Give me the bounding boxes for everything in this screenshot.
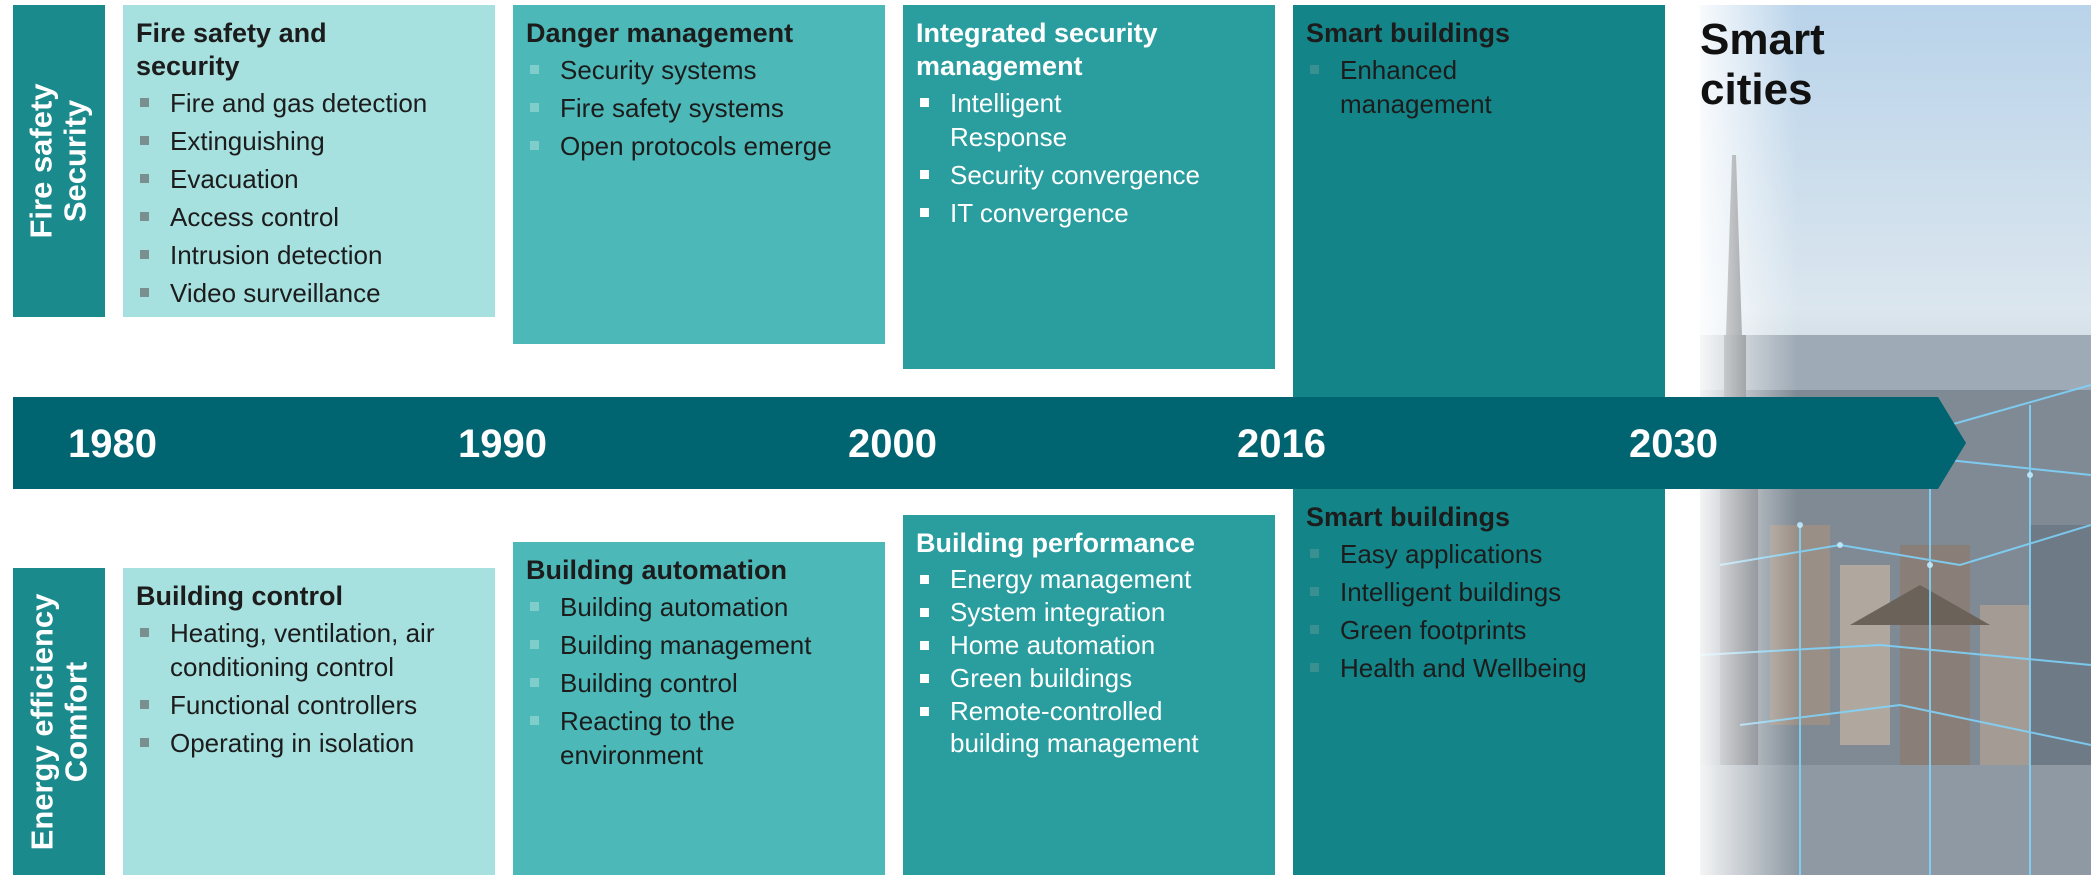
list-item: Easy applications [1306, 537, 1651, 571]
box-smart-buildings-top: Smart buildings Enhanced management [1293, 5, 1665, 365]
box-fire-safety-and-security: Fire safety and security Fire and gas de… [123, 5, 495, 317]
box-title: Smart buildings [1306, 18, 1511, 48]
list-item: Security systems [526, 53, 871, 87]
list-item: Operating in isolation [136, 726, 481, 760]
year-1980: 1980 [68, 422, 157, 466]
smart-cities-title: Smart cities [1700, 15, 1830, 115]
list-item: Access control [136, 200, 481, 234]
list-item: Heating, ventilation, air conditioning c… [136, 616, 455, 684]
side-label-line-2: Security [58, 99, 94, 223]
list-item: Energy management [916, 563, 1261, 595]
side-label-line-1: Fire safety [24, 83, 60, 239]
list-item: Enhanced management [1306, 53, 1510, 121]
side-label-energy-efficiency-comfort: Energy efficiency Comfort [13, 568, 105, 875]
side-label-line-1: Energy efficiency [24, 593, 59, 850]
box-title: Building automation [526, 555, 787, 585]
list-item: Green buildings [916, 662, 1261, 694]
box-smart-buildings-bottom: Smart buildings Easy applications Intell… [1293, 489, 1665, 875]
list-item: Reacting to the environment [526, 704, 760, 772]
list-item: Building control [526, 666, 871, 700]
box-danger-management: Danger management Security systems Fire … [513, 5, 885, 344]
box-title: Danger management [526, 18, 794, 48]
list-item: IT convergence [916, 196, 1261, 230]
list-item: Extinguishing [136, 124, 481, 158]
list-item: Building automation [526, 590, 871, 624]
list-item: Fire and gas detection [136, 86, 481, 120]
list-item: System integration [916, 596, 1261, 628]
box-title: Fire safety and security [136, 18, 327, 81]
year-2030: 2030 [1629, 422, 1718, 466]
list-item: Intelligent buildings [1306, 575, 1651, 609]
year-2000: 2000 [848, 422, 937, 466]
list-item: Fire safety systems [526, 91, 871, 125]
list-item: Remote-controlled building management [916, 695, 1235, 759]
list-item: Home automation [916, 629, 1261, 661]
side-label-line-2: Comfort [58, 661, 93, 782]
list-item: Health and Wellbeing [1306, 651, 1651, 685]
list-item: Building management [526, 628, 871, 662]
box-integrated-security-management: Integrated security management Intellige… [903, 5, 1275, 369]
list-item: Functional controllers [136, 688, 481, 722]
list-item: Security convergence [916, 158, 1261, 192]
box-title: Integrated security management [916, 18, 1158, 81]
year-2016: 2016 [1237, 422, 1326, 466]
box-building-automation: Building automation Building automation … [513, 542, 885, 875]
list-item: Green footprints [1306, 613, 1651, 647]
year-1990: 1990 [458, 422, 547, 466]
smart-cities-title-text: Smart cities [1700, 15, 1825, 114]
box-title: Smart buildings [1306, 502, 1511, 532]
box-title: Building performance [916, 528, 1196, 558]
side-label-fire-safety-security: Fire safety Security [13, 5, 105, 317]
list-item: Evacuation [136, 162, 481, 196]
box-building-control: Building control Heating, ventilation, a… [123, 568, 495, 875]
list-item: Open protocols emerge [526, 129, 871, 163]
list-item: Intelligent Response [916, 86, 1080, 154]
box-title: Building control [136, 581, 343, 611]
list-item: Video surveillance [136, 276, 481, 310]
timeline-arrow: 1980 1990 2000 2016 2030 [13, 397, 1966, 489]
box-building-performance: Building performance Energy management S… [903, 515, 1275, 875]
list-item: Intrusion detection [136, 238, 481, 272]
